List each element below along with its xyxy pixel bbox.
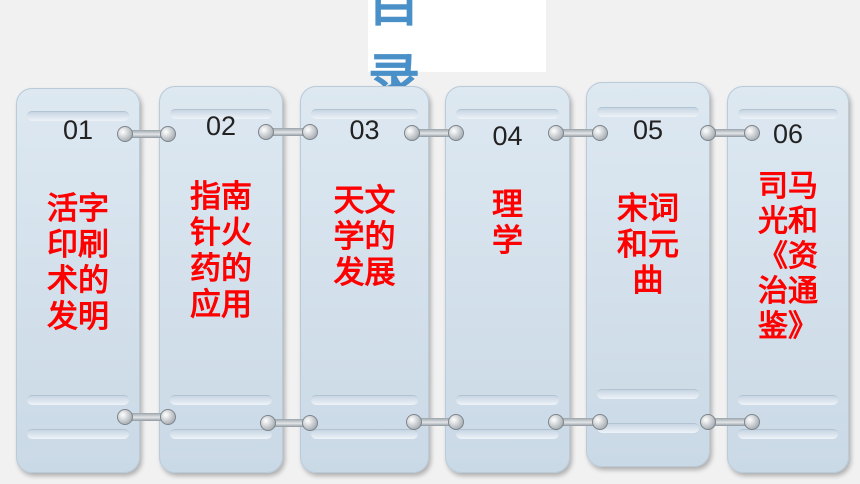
card-number: 02 [205,111,237,141]
card-label-line: 光和 [758,204,818,239]
binder-ring [122,130,170,138]
ring-bead [592,414,608,430]
card-label-line: 指南 [190,179,252,215]
ring-bead [592,125,608,141]
card-label: 司马 光和 《资 治通 鉴》 [728,169,848,344]
card-label-line: 学的 [333,219,396,255]
binder-ring [552,418,602,426]
ring-bead [260,415,276,431]
ring-bead [548,125,564,141]
card-label-line: 和元 [617,227,679,263]
card-label-line: 司马 [758,169,818,204]
card-label-line: 《资 [758,239,818,274]
card-top-strip [597,107,699,117]
card-label-line: 曲 [632,263,664,299]
card-bottom-strip [597,423,699,433]
ring-bead [160,126,176,142]
binder-ring [704,129,754,137]
card-bottom-strip [597,389,699,399]
card-top-strip [738,109,838,119]
card-bottom-strip [27,429,129,439]
card-label: 理 学 [446,187,569,259]
card-top-strip [311,109,418,119]
card-label-line: 发展 [333,255,396,291]
card-number: 05 [632,115,664,145]
card-label-line: 药的 [190,251,252,287]
ring-bead [404,125,420,141]
ring-bead [448,414,464,430]
binder-ring [410,418,458,426]
card-label-line: 鉴》 [758,309,818,344]
title-box: 目 录 [368,0,546,109]
card-bottom-strip [738,395,838,405]
card-label-line: 术的 [47,263,109,299]
card-label-line: 天文 [333,183,396,219]
card-label-line: 学 [492,223,523,259]
ring-bead [160,409,176,425]
toc-card-1[interactable]: 01 活字 印刷 术的 发明 [16,88,140,473]
card-label: 天文 学的 发展 [301,183,428,291]
ring-bead [258,124,274,140]
card-label-line: 应用 [190,287,252,323]
card-bottom-strip [738,429,838,439]
ring-bead [117,126,133,142]
card-number: 03 [349,115,380,145]
ring-bead [448,125,464,141]
toc-card-3[interactable]: 03 天文 学的 发展 [300,86,429,473]
card-bottom-strip [170,395,272,405]
toc-card-6[interactable]: 06 司马 光和 《资 治通 鉴》 [727,86,849,473]
binder-ring [122,413,170,421]
card-label-line: 针火 [190,215,252,251]
ring-bead [406,414,422,430]
binder-ring [552,129,602,137]
card-top-strip [27,111,129,121]
ring-bead [700,414,716,430]
card-label: 指南 针火 药的 应用 [160,179,282,323]
card-label-line: 印刷 [47,227,109,263]
ring-bead [700,125,716,141]
card-label: 宋词 和元 曲 [587,191,709,299]
card-label-line: 发明 [47,299,109,335]
card-bottom-strip [311,429,418,439]
ring-bead [302,124,318,140]
card-bottom-strip [456,395,559,405]
toc-card-2[interactable]: 02 指南 针火 药的 应用 [159,86,283,473]
ring-bead [548,414,564,430]
card-bottom-strip [27,395,129,405]
toc-card-4[interactable]: 04 理 学 [445,86,570,473]
toc-card-5[interactable]: 05 宋词 和元 曲 [586,82,710,467]
card-bottom-strip [311,395,418,405]
ring-bead [117,409,133,425]
card-number: 01 [62,115,94,145]
card-label-line: 理 [492,187,523,223]
card-label-line: 治通 [758,274,818,309]
binder-ring [262,128,312,136]
ring-bead [302,415,318,431]
ring-bead [744,414,760,430]
card-number: 06 [772,119,804,149]
card-label-line: 活字 [47,191,109,227]
binder-ring [264,419,312,427]
binder-ring [408,129,458,137]
card-label-line: 宋词 [617,191,679,227]
ring-bead [744,125,760,141]
card-top-strip [456,109,559,119]
binder-ring [704,418,754,426]
card-bottom-strip [170,429,272,439]
card-label: 活字 印刷 术的 发明 [17,191,139,335]
card-number: 04 [492,121,523,151]
card-bottom-strip [456,429,559,439]
card-top-strip [170,109,272,119]
